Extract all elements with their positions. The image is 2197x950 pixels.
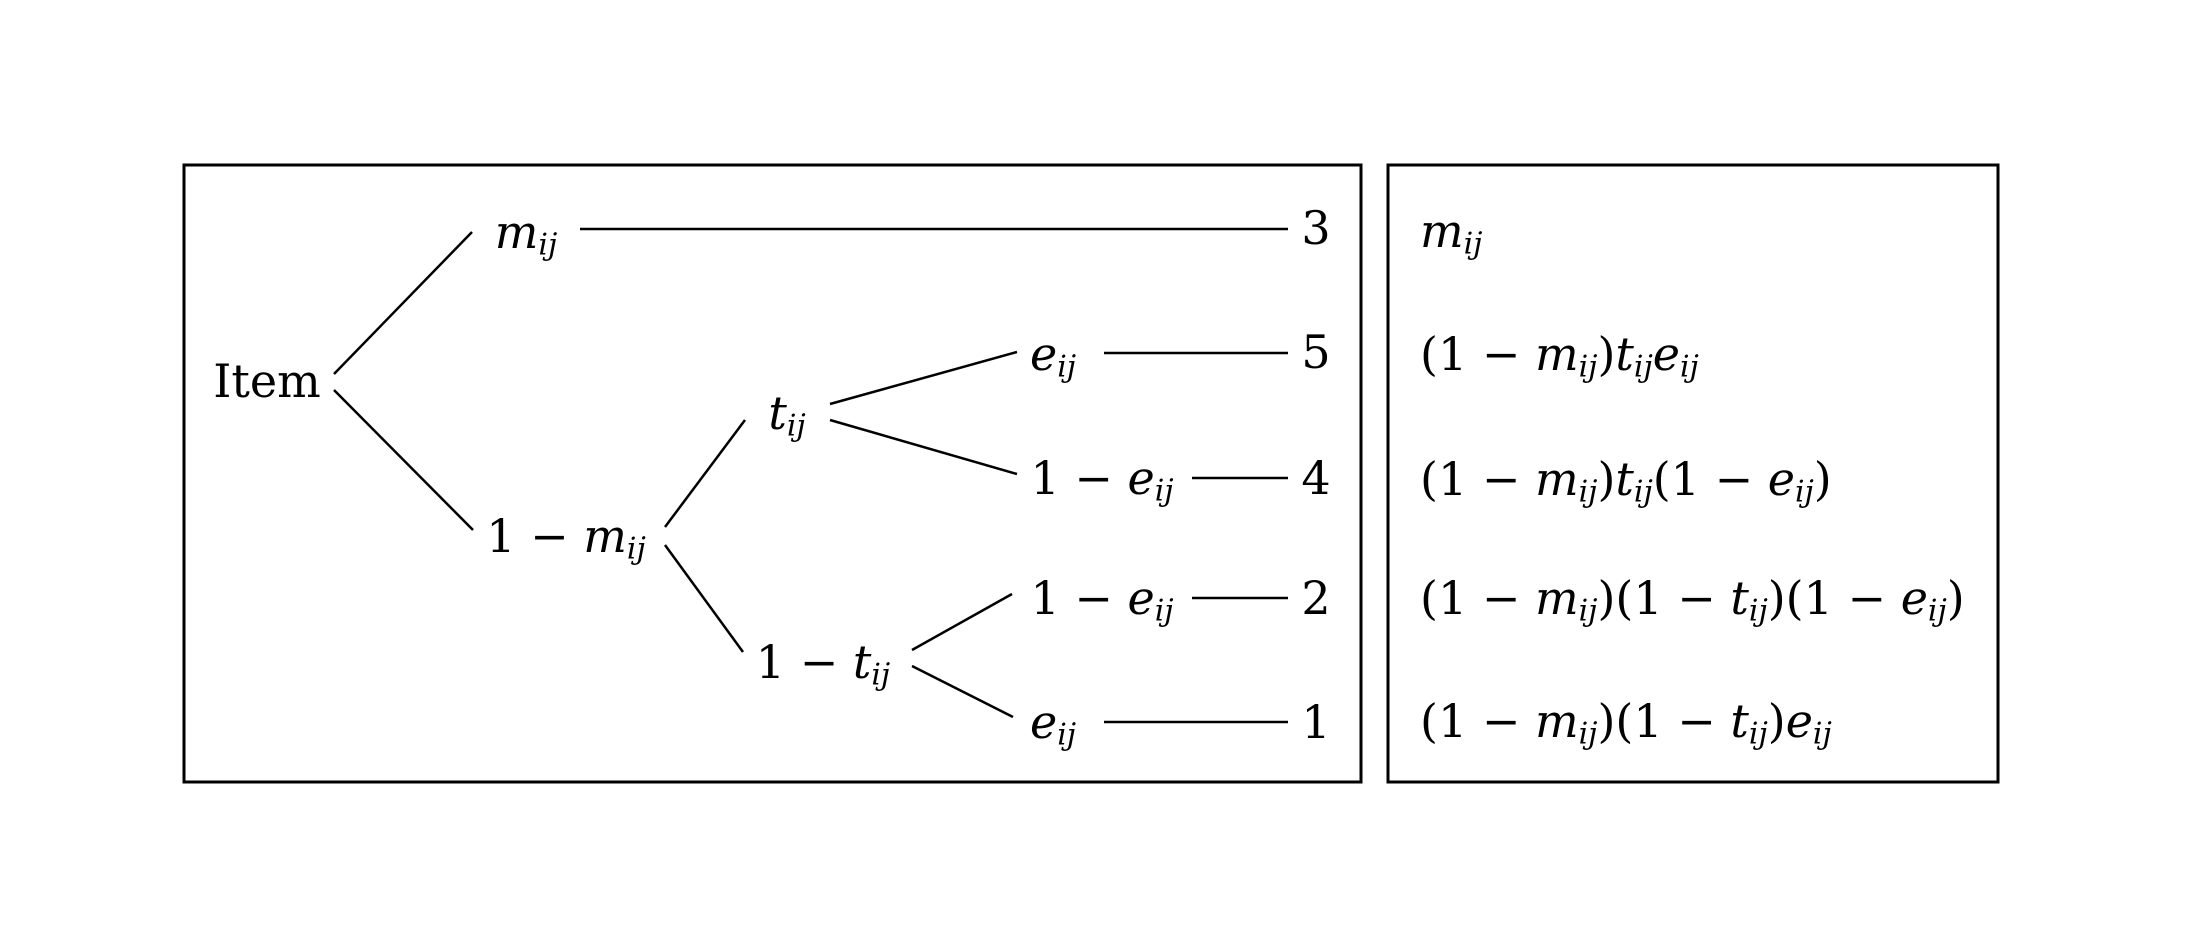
branch-one-minus-t-to-one-minus-e [911,592,1013,652]
branch-label-one-minus-e-lower: 1 − eij [1030,571,1174,629]
leaf-value-3: 3 [1301,201,1331,255]
legend-formula-4: (1 − mij)(1 − tij)(1 − eij) [1420,571,1965,629]
tree-root-label: Item [213,354,321,408]
branch-label-e-upper: eij [1029,327,1077,385]
leaf-value-2: 2 [1301,571,1331,625]
leaf-value-5: 5 [1301,325,1331,379]
tree-panel-border [182,163,1363,784]
legend-formula-1: mij [1420,204,1483,262]
branch-t-to-one-minus-e [829,418,1018,476]
branch-one-minus-m-to-one-minus-t [663,544,745,653]
branch-label-e-lower: eij [1029,695,1077,753]
branch-one-minus-t-to-e [911,664,1014,719]
branch-item-to-m [333,231,473,375]
leaf-value-1: 1 [1301,695,1331,749]
branch-t-to-e [829,350,1018,406]
legend-formula-5: (1 − mij)(1 − tij)eij [1420,694,1832,752]
branch-label-one-minus-m: 1 − mij [486,509,646,567]
branch-item-to-one-minus-m [333,389,474,531]
leaf-value-4: 4 [1301,451,1331,505]
legend-panel-border [1386,163,2000,784]
legend-formula-3: (1 − mij)tij(1 − eij) [1420,452,1832,510]
branch-label-t: tij [768,386,806,444]
branch-one-minus-m-to-t [663,419,747,528]
legend-formula-2: (1 − mij)tijeij [1420,327,1699,385]
branch-label-one-minus-e-upper: 1 − eij [1030,451,1174,509]
branch-label-m: mij [494,205,558,263]
branch-label-one-minus-t: 1 − tij [755,635,891,693]
